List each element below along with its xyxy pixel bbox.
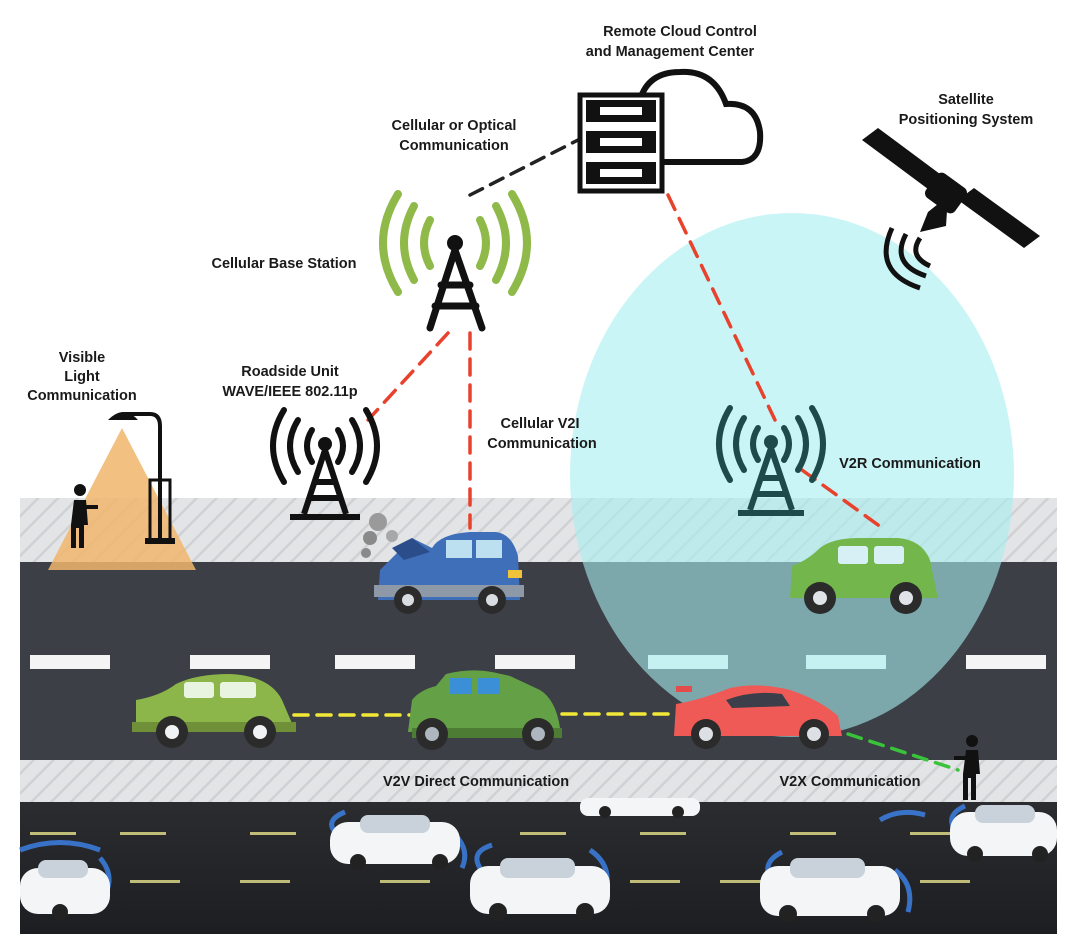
retro-green-car xyxy=(408,670,562,750)
highway-photo-strip xyxy=(19,798,1057,934)
photo-car xyxy=(330,815,460,870)
v2x-label: V2X Communication xyxy=(780,774,921,790)
cloud-icon xyxy=(637,68,764,165)
cellular-optical-label-line2: Communication xyxy=(399,138,509,154)
v2r-label: V2R Communication xyxy=(839,456,981,472)
broken-blue-car xyxy=(361,513,524,614)
pedestrian-icon xyxy=(954,735,980,800)
photo-car xyxy=(950,805,1057,862)
v2r-tower-icon xyxy=(716,405,826,516)
lower-sidewalk xyxy=(20,760,1057,802)
communication-links xyxy=(292,138,960,772)
photo-car xyxy=(20,860,110,920)
satellite-label-line1: Satellite xyxy=(938,92,994,108)
green-hatchback-car xyxy=(132,674,296,748)
labels: Remote Cloud Control and Management Cent… xyxy=(27,24,1033,790)
vlc-label-line3: Communication xyxy=(27,388,137,404)
cloud-center-label-line2: and Management Center xyxy=(586,44,755,60)
server-rack-icon xyxy=(577,68,764,194)
cellular-optical-label-line1: Cellular or Optical xyxy=(392,118,517,134)
cell-tower-icon xyxy=(379,190,531,332)
vlc-label-line1: Visible xyxy=(59,350,105,366)
satellite-label-line2: Positioning System xyxy=(899,112,1034,128)
satellite-icon xyxy=(862,128,1040,291)
base-station-label: Cellular Base Station xyxy=(211,256,356,272)
v2r-coverage-zone xyxy=(570,213,1014,737)
photo-car xyxy=(470,858,610,921)
vlc-label-line2: Light xyxy=(64,369,100,385)
v2v-label: V2V Direct Communication xyxy=(383,774,569,790)
link-cloud-to-v2r xyxy=(666,193,777,422)
v2i-label-line1: Cellular V2I xyxy=(501,416,580,432)
rsu-label-line1: Roadside Unit xyxy=(241,364,339,380)
cloud-center-label-line1: Remote Cloud Control xyxy=(603,24,757,40)
photo-car xyxy=(760,858,900,923)
roadside-unit-tower-icon xyxy=(270,407,380,520)
connected-green-car xyxy=(790,538,938,614)
link-v2r-to-car xyxy=(800,468,887,532)
red-sports-car xyxy=(674,685,842,749)
link-base-to-cloud xyxy=(468,138,580,197)
pedestrian-icon xyxy=(71,484,98,548)
v2i-label-line2: Communication xyxy=(487,436,597,452)
link-base-to-rsu xyxy=(366,331,450,422)
link-v2x xyxy=(846,732,960,772)
rsu-label-line2: WAVE/IEEE 802.11p xyxy=(222,384,357,400)
street-lamp-icon xyxy=(48,412,196,570)
photo-car xyxy=(580,798,700,818)
